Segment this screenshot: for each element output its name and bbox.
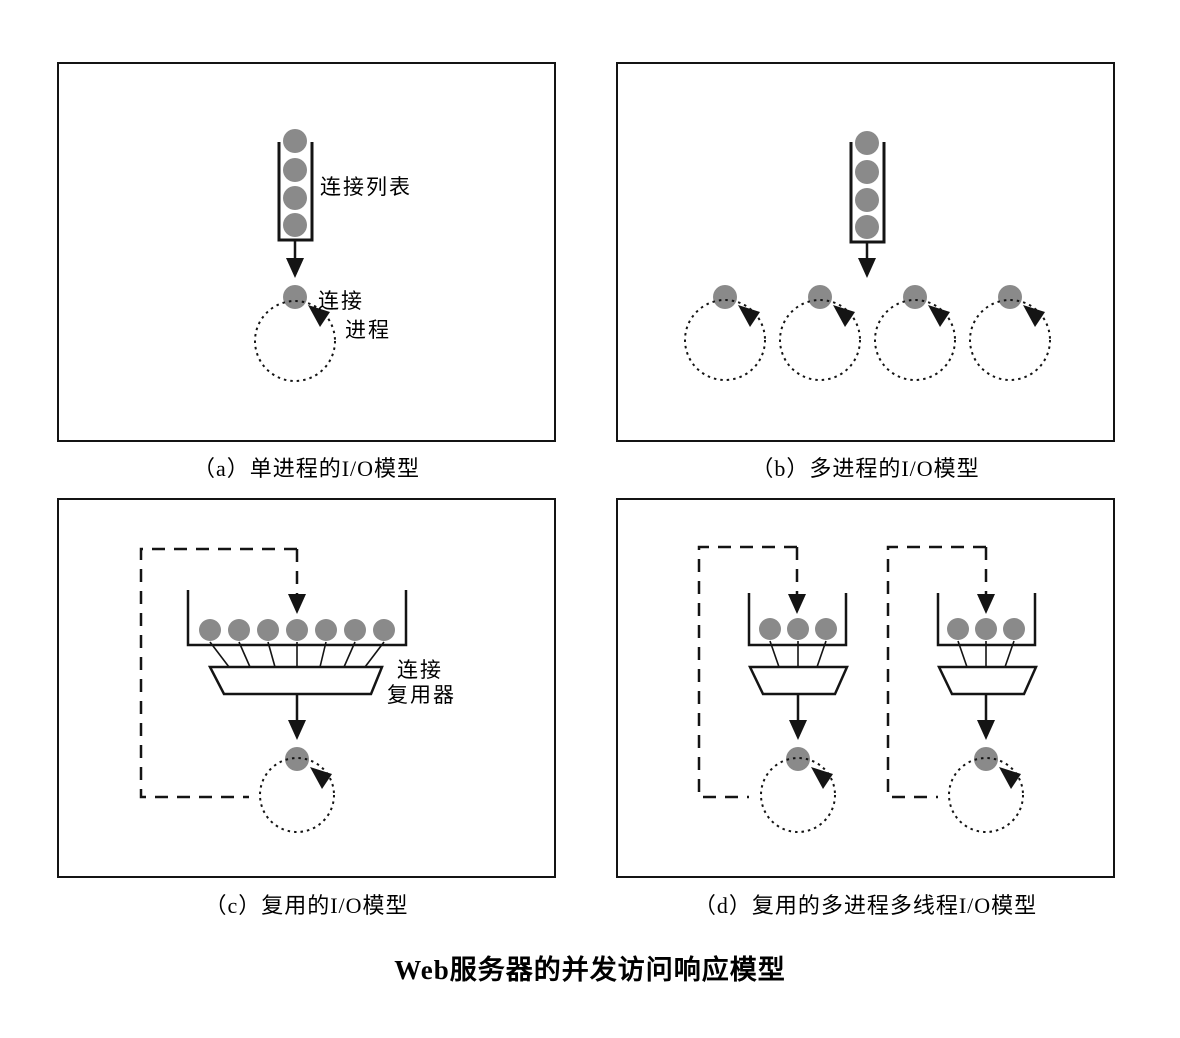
panel-d-multiplexed-multiprocess-model [616,498,1115,878]
active-connection-node [808,285,832,309]
mux-unit-2 [886,545,1038,833]
connection-node [373,619,395,641]
process-loop-1 [684,285,766,381]
process-label: 进程 [345,318,391,342]
connection-label: 连接 [318,289,364,313]
connection-node [855,131,879,155]
connection-node [283,158,307,182]
process-loop-circle [948,757,1024,833]
loop-arrowhead-icon [310,767,332,789]
process-loop-circle [874,299,956,381]
multiplexer-trapezoid [748,665,849,696]
connection-node [759,618,781,640]
process-loop-4 [969,285,1051,381]
caption-b: （b）多进程的I/O模型 [751,456,980,481]
feedback-loop-path [886,545,986,799]
queue-label: 连接列表 [320,175,412,199]
active-connection-node [974,747,998,771]
output-arrow-icon [789,694,807,740]
caption-d: （d）复用的多进程多线程I/O模型 [693,893,1038,918]
feedback-loop-dashed [697,545,806,799]
multiplexer-label-line1: 连接 [397,658,443,682]
active-connection-node [713,285,737,309]
connection-tray [186,590,408,647]
caption-a: （a）单进程的I/O模型 [192,456,421,481]
multiplexer-label-line2: 复用器 [387,683,456,707]
feedback-loop-path [697,545,797,799]
connection-node [787,618,809,640]
process-loop-circle [969,299,1051,381]
connection-node [199,619,221,641]
connection-node [228,619,250,641]
connection-node [855,215,879,239]
connection-node [286,619,308,641]
loop-arrowhead-icon [928,305,950,327]
figure-title: Web服务器的并发访问响应模型 [394,955,786,985]
panel-c-multiplexed-model: 连接 复用器 [57,498,556,878]
active-connection-node [903,285,927,309]
process-loop [259,757,335,833]
connection-node [815,618,837,640]
connection-node [315,619,337,641]
process-loop-circle [259,757,335,833]
active-connection-node [283,285,307,309]
process-loop-circle [760,757,836,833]
connection-node [257,619,279,641]
feedback-loop-path [139,547,297,799]
panel-a-single-process-model: 连接列表 连接 进程 [57,62,556,442]
loop-arrowhead-icon [833,305,855,327]
active-connection-node [285,747,309,771]
process-loop-circle [779,299,861,381]
process-loop-circle [684,299,766,381]
output-arrow-icon [977,694,995,740]
feedback-loop-dashed [886,545,995,799]
process-loop-circle [254,300,336,382]
connection-node [855,188,879,212]
connection-node [947,618,969,640]
multiplexer-trapezoid [937,665,1038,696]
connection-queue [849,131,886,244]
connection-node [975,618,997,640]
connection-node [283,129,307,153]
loop-arrowhead-icon [738,305,760,327]
caption-c: （c）复用的I/O模型 [204,893,409,918]
loop-arrowhead-icon [308,305,330,327]
entry-arrowhead-icon [977,594,995,614]
fan-in-lines [957,640,1015,668]
loop-arrowhead-icon [999,767,1021,789]
connection-node [283,213,307,237]
process-loop [254,300,336,382]
panel-b-diagram [684,131,1051,381]
panel-c-diagram [139,547,408,833]
process-loop-2 [779,285,861,381]
connection-node [283,186,307,210]
active-connection-node [998,285,1022,309]
process-loop-3 [874,285,956,381]
panel-a-diagram [254,129,336,382]
mux-unit-1 [697,545,849,833]
active-connection-node [786,747,810,771]
entry-arrowhead-icon [288,594,306,614]
entry-arrowhead-icon [788,594,806,614]
loop-arrowhead-icon [1023,305,1045,327]
connection-node [344,619,366,641]
loop-arrowhead-icon [811,767,833,789]
connection-node [1003,618,1025,640]
multiplexer-trapezoid [207,665,384,696]
dequeue-arrow-icon [858,242,876,278]
connection-tray [747,593,848,647]
output-arrow-icon [288,694,306,740]
connection-queue [277,129,314,242]
fan-in-lines [209,641,385,668]
dequeue-arrow-icon [286,240,304,278]
panel-d-diagram [697,545,1038,833]
process-loop [760,757,836,833]
feedback-loop-dashed [139,547,306,799]
connection-node [855,160,879,184]
connection-tray [936,593,1037,647]
fan-in-lines [769,640,827,668]
process-loop [948,757,1024,833]
panel-b-multi-process-model [616,62,1115,442]
